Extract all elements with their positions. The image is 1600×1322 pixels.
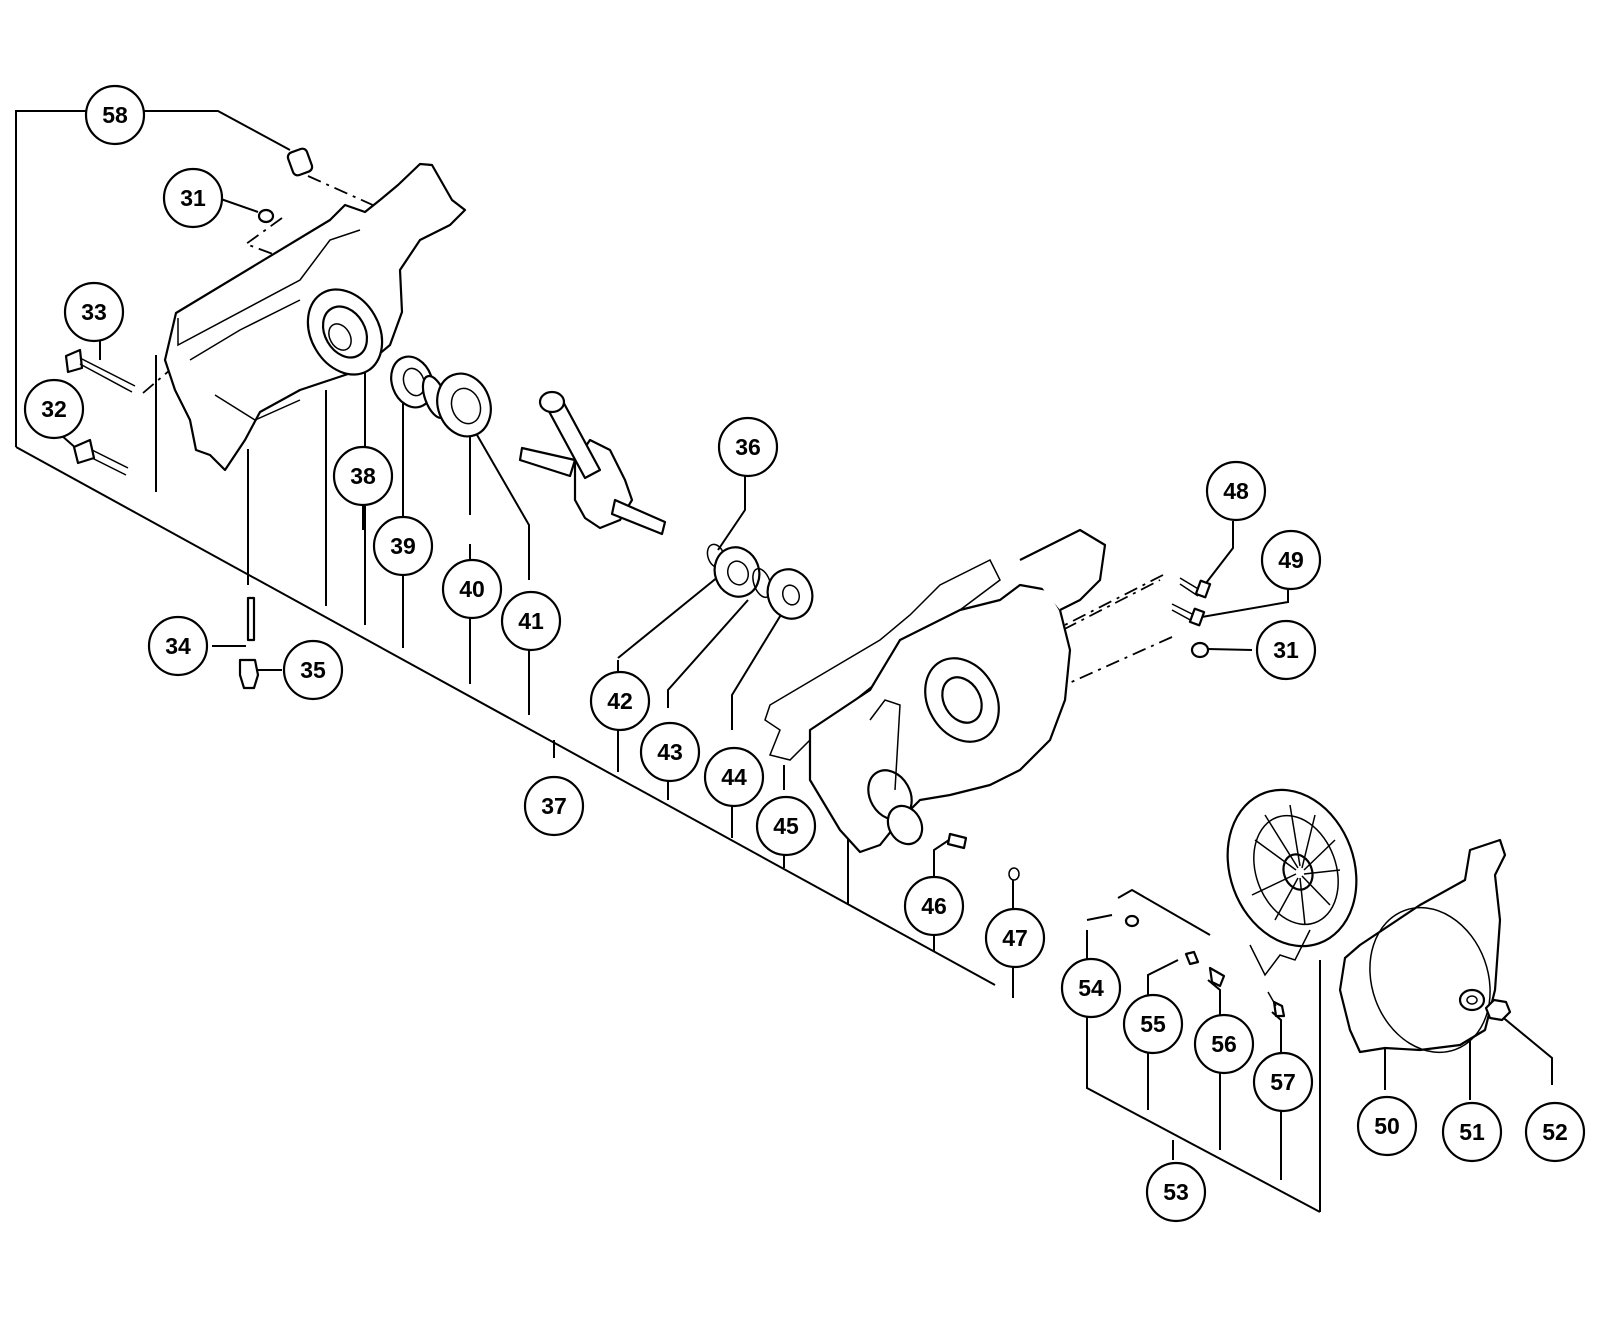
ignition-parts: [1124, 914, 1286, 1018]
callout-46: 46: [903, 875, 965, 937]
svg-text:35: 35: [300, 657, 326, 683]
svg-text:57: 57: [1270, 1069, 1296, 1095]
callout-34: 34: [147, 615, 209, 677]
callout-44: 44: [703, 746, 765, 808]
callout-57: 57: [1252, 1051, 1314, 1113]
bearings-seals-left: [390, 355, 492, 438]
svg-text:31: 31: [180, 185, 206, 211]
svg-text:36: 36: [735, 434, 761, 460]
svg-text:48: 48: [1223, 478, 1249, 504]
svg-text:44: 44: [721, 764, 747, 790]
callout-43: 43: [639, 721, 701, 783]
callout-51: 51: [1441, 1101, 1503, 1163]
svg-text:51: 51: [1459, 1119, 1485, 1145]
svg-text:41: 41: [518, 608, 544, 634]
callout-39: 39: [372, 515, 434, 577]
svg-text:46: 46: [921, 893, 947, 919]
svg-text:33: 33: [81, 299, 107, 325]
svg-text:38: 38: [350, 463, 376, 489]
svg-text:47: 47: [1002, 925, 1028, 951]
svg-text:37: 37: [541, 793, 567, 819]
svg-text:45: 45: [773, 813, 799, 839]
svg-text:39: 39: [390, 533, 416, 559]
callout-52: 52: [1524, 1101, 1586, 1163]
callout-55: 55: [1122, 993, 1184, 1055]
svg-text:40: 40: [459, 576, 485, 602]
svg-text:56: 56: [1211, 1031, 1237, 1057]
callout-40: 40: [441, 558, 503, 620]
small-parts-right: [1171, 577, 1212, 659]
callout-31-upper: 31: [162, 167, 224, 229]
callout-48: 48: [1205, 460, 1267, 522]
callout-36: 36: [717, 416, 779, 478]
svg-text:49: 49: [1278, 547, 1304, 573]
starter-cover: [1338, 838, 1512, 1054]
svg-text:50: 50: [1374, 1113, 1400, 1139]
callout-56: 56: [1193, 1013, 1255, 1075]
callout-49: 49: [1260, 529, 1322, 591]
callout-35: 35: [282, 639, 344, 701]
callout-45: 45: [755, 795, 817, 857]
callout-41: 41: [500, 590, 562, 652]
callout-54: 54: [1060, 957, 1122, 1019]
svg-text:54: 54: [1078, 975, 1104, 1001]
right-crankcase: [808, 528, 1107, 881]
callouts: 58 31 33 32 38 39 40 41: [23, 84, 1586, 1223]
callout-50: 50: [1356, 1095, 1418, 1157]
small-parts-left: [64, 147, 314, 690]
callout-58: 58: [84, 84, 146, 146]
flywheel: [1226, 788, 1358, 977]
svg-text:42: 42: [607, 688, 633, 714]
callout-42: 42: [589, 670, 651, 732]
bearings-seals-center: [706, 543, 814, 620]
svg-text:32: 32: [41, 396, 67, 422]
svg-text:43: 43: [657, 739, 683, 765]
callout-37: 37: [523, 775, 585, 837]
callout-47: 47: [984, 907, 1046, 969]
callout-32: 32: [23, 378, 85, 440]
svg-text:34: 34: [165, 633, 191, 659]
svg-text:55: 55: [1140, 1011, 1166, 1037]
callout-33: 33: [63, 281, 125, 343]
crankshaft: [518, 390, 667, 536]
svg-text:52: 52: [1542, 1119, 1568, 1145]
svg-text:58: 58: [102, 102, 128, 128]
svg-text:31: 31: [1273, 637, 1299, 663]
callout-31-lower: 31: [1255, 619, 1317, 681]
callout-53: 53: [1145, 1161, 1207, 1223]
left-crankcase: [163, 162, 467, 472]
svg-text:53: 53: [1163, 1179, 1189, 1205]
callout-38: 38: [332, 445, 394, 507]
